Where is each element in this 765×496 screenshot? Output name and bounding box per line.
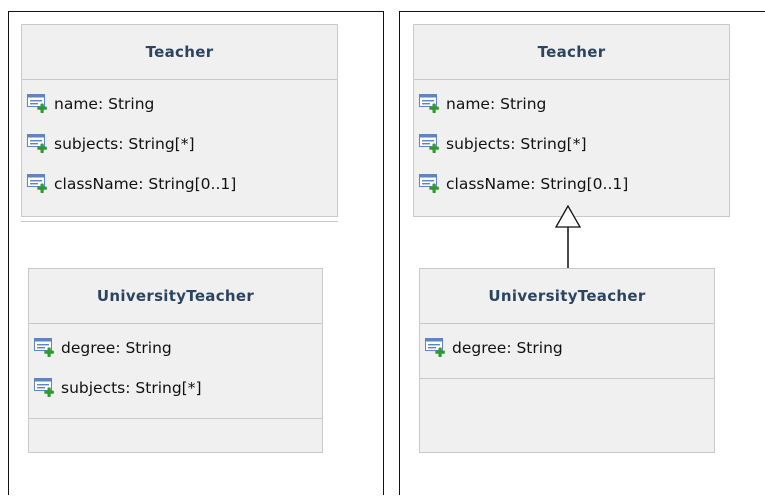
attribute-add-icon — [27, 134, 51, 154]
attribute-add-icon — [419, 94, 443, 114]
attribute-row[interactable]: degree: String — [29, 334, 322, 374]
left-diagram-panel: Teacher name: String subjects: String[*]… — [8, 11, 384, 495]
attribute-row[interactable]: degree: String — [420, 334, 714, 374]
attribute-row[interactable]: subjects: String[*] — [22, 130, 337, 170]
generalization-arrowhead — [554, 204, 582, 228]
class-name: Teacher — [414, 25, 729, 80]
attribute-text: degree: String — [61, 339, 172, 357]
university-teacher-class-box[interactable]: UniversityTeacher degree: String — [419, 268, 715, 453]
attribute-text: name: String — [54, 95, 155, 113]
attribute-compartment: degree: String — [420, 324, 714, 379]
teacher-class-box[interactable]: Teacher name: String subjects: String[*]… — [21, 24, 338, 217]
attribute-add-icon — [425, 338, 449, 358]
generalization-arrow[interactable] — [400, 12, 765, 496]
attribute-compartment: name: String subjects: String[*] classNa… — [22, 80, 337, 217]
attribute-compartment: degree: String subjects: String[*] — [29, 324, 322, 419]
operations-compartment — [21, 221, 338, 222]
attribute-text: subjects: String[*] — [61, 379, 202, 397]
attribute-add-icon — [419, 174, 443, 194]
attribute-add-icon — [419, 134, 443, 154]
class-name: UniversityTeacher — [29, 269, 322, 324]
attribute-text: className: String[0..1] — [446, 175, 629, 193]
attribute-text: name: String — [446, 95, 547, 113]
attribute-row[interactable]: className: String[0..1] — [414, 170, 729, 210]
attribute-text: subjects: String[*] — [54, 135, 195, 153]
attribute-row[interactable]: className: String[0..1] — [22, 170, 337, 210]
attribute-compartment: name: String subjects: String[*] classNa… — [414, 80, 729, 217]
attribute-text: subjects: String[*] — [446, 135, 587, 153]
attribute-add-icon — [34, 338, 58, 358]
attribute-text: degree: String — [452, 339, 563, 357]
attribute-add-icon — [34, 378, 58, 398]
class-name: UniversityTeacher — [420, 269, 714, 324]
attribute-row[interactable]: name: String — [22, 90, 337, 130]
attribute-add-icon — [27, 94, 51, 114]
teacher-class-box[interactable]: Teacher name: String subjects: String[*]… — [413, 24, 730, 217]
attribute-row[interactable]: subjects: String[*] — [29, 374, 322, 414]
university-teacher-class-box[interactable]: UniversityTeacher degree: String subject… — [28, 268, 323, 453]
right-diagram-panel: Teacher name: String subjects: String[*]… — [399, 11, 765, 495]
attribute-row[interactable]: subjects: String[*] — [414, 130, 729, 170]
attribute-text: className: String[0..1] — [54, 175, 237, 193]
attribute-add-icon — [27, 174, 51, 194]
class-name: Teacher — [22, 25, 337, 80]
attribute-row[interactable]: name: String — [414, 90, 729, 130]
